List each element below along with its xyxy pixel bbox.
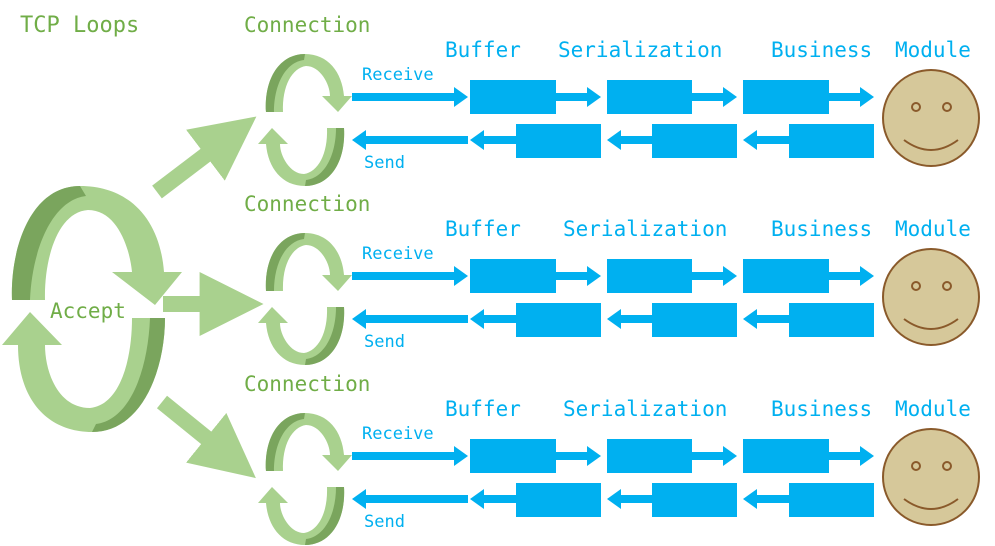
business-send-box [789,483,874,517]
accept-loop-icon [2,186,182,432]
stage-business-label: Business [771,217,872,241]
arrow-left-icon [607,489,621,509]
smiley-face-icon [882,428,980,526]
receive-label: Receive [362,65,434,85]
arrow-left-icon [607,309,621,329]
stage-serialization-label: Serialization [563,397,727,421]
arrow-right-icon [860,446,874,466]
buffer-send-box [516,303,601,337]
stage-serialization-label: Serialization [563,217,727,241]
connection-label: Connection [244,13,370,37]
stage-module-label: Module [895,217,971,241]
serialization-receive-box [607,259,692,293]
accept-label: Accept [50,299,126,323]
arrow-right-icon [723,446,737,466]
buffer-receive-box [470,80,556,114]
serialization-send-box [652,124,737,158]
business-receive-box [743,259,829,293]
serialization-receive-box [607,80,692,114]
stage-business-label: Business [771,38,872,62]
buffer-send-box [516,124,601,158]
stage-buffer-label: Buffer [445,397,521,421]
arrow-left-icon [607,130,621,150]
stage-serialization-label: Serialization [558,38,722,62]
connection-loop-icon [258,413,352,545]
business-receive-box [743,80,829,114]
serialization-receive-box [607,439,692,473]
arrow-right-icon [587,446,601,466]
arrow-left-icon [743,309,757,329]
send-label: Send [364,153,405,173]
connection-loop-icon [258,54,352,186]
arrow-right-icon [587,266,601,286]
stage-business-label: Business [771,397,872,421]
receive-arrow-icon [454,446,468,466]
send-arrow-icon [352,130,366,150]
arrow-left-icon [470,130,484,150]
connection-loop-icon [258,233,352,365]
arrow-right-icon [723,87,737,107]
receive-arrow-icon [454,87,468,107]
arrow-right-icon [723,266,737,286]
arrow-right-icon [860,87,874,107]
stage-module-label: Module [895,397,971,421]
stage-buffer-label: Buffer [445,217,521,241]
arrow-left-icon [743,489,757,509]
smiley-face-icon [882,248,980,346]
arrow-left-icon [743,130,757,150]
business-receive-box [743,439,829,473]
business-send-box [789,124,874,158]
receive-arrow-icon [454,266,468,286]
arrow-right-icon [860,266,874,286]
diagram-title: TCP Loops [20,13,139,38]
send-label: Send [364,332,405,352]
arrow-left-icon [470,489,484,509]
serialization-send-box [652,483,737,517]
arrow-left-icon [470,309,484,329]
smiley-face-icon [882,69,980,167]
receive-label: Receive [362,424,434,444]
buffer-send-box [516,483,601,517]
send-label: Send [364,512,405,532]
arrow-right-icon [587,87,601,107]
buffer-receive-box [470,439,556,473]
business-send-box [789,303,874,337]
stage-buffer-label: Buffer [445,38,521,62]
send-arrow-icon [352,489,366,509]
buffer-receive-box [470,259,556,293]
accept-to-connection-arrows [152,116,264,479]
send-arrow-icon [352,309,366,329]
receive-label: Receive [362,244,434,264]
serialization-send-box [652,303,737,337]
stage-module-label: Module [895,38,971,62]
connection-label: Connection [244,372,370,396]
connection-label: Connection [244,192,370,216]
